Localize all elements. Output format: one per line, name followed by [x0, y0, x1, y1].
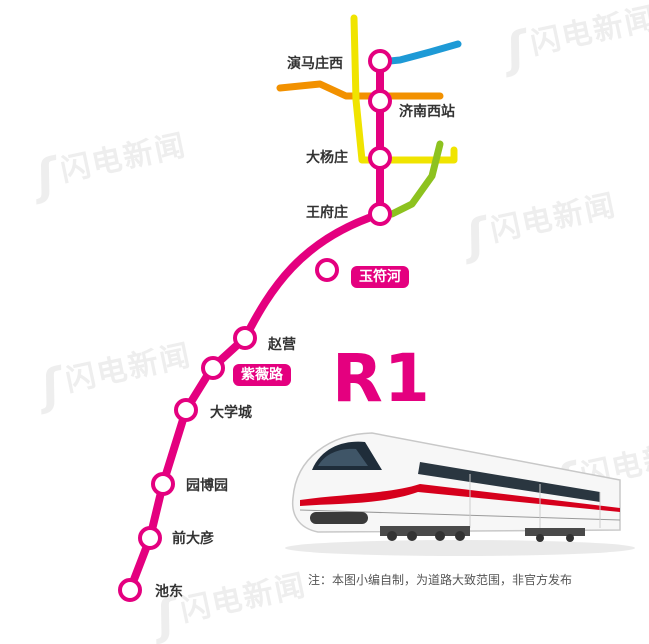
- station-marker: [315, 258, 339, 282]
- station-label-jinanxizhan: 济南西站: [399, 104, 455, 120]
- station-marker: [233, 326, 257, 350]
- station-label-ziweilu: 紫薇路: [233, 364, 291, 386]
- metro-map: ʃ闪电新闻 ʃ闪电新闻 ʃ闪电新闻 ʃ闪电新闻 ʃ闪电新闻 ʃ闪电新闻: [31, 1, 649, 644]
- connecting-line-2: [276, 80, 444, 100]
- connecting-line-4: [388, 140, 444, 218]
- station-label-dayangzhuang: 大杨庄: [306, 150, 348, 166]
- station-marker: [138, 526, 162, 550]
- map-footnote: 注：本图小编自制，为道路大致范围，非官方发布: [308, 573, 573, 587]
- station-label-qiandayan: 前大彦: [172, 531, 214, 547]
- station-marker: [368, 146, 392, 170]
- station-marker: [118, 578, 142, 602]
- station-marker: [368, 49, 392, 73]
- route-map-canvas: [118, 14, 635, 602]
- station-label-yufuhe: 玉符河: [351, 266, 409, 288]
- train-illustration: [285, 432, 635, 556]
- station-label-yuanboyuan: 园博园: [186, 478, 228, 494]
- station-marker: [174, 398, 198, 422]
- station-label-chidong: 池东: [155, 584, 183, 600]
- station-marker: [368, 202, 392, 226]
- connecting-line-3: [350, 14, 458, 164]
- station-marker: [151, 472, 175, 496]
- station-label-daxuecheng: 大学城: [210, 405, 252, 421]
- station-label-zhaoying: 赵营: [268, 337, 296, 353]
- line-name-title: R1: [332, 340, 431, 417]
- station-marker: [368, 89, 392, 113]
- station-marker: [201, 356, 225, 380]
- station-label-wangfuzhuang: 王府庄: [306, 205, 348, 221]
- station-label-yanmazhuangxi: 演马庄西: [287, 56, 343, 72]
